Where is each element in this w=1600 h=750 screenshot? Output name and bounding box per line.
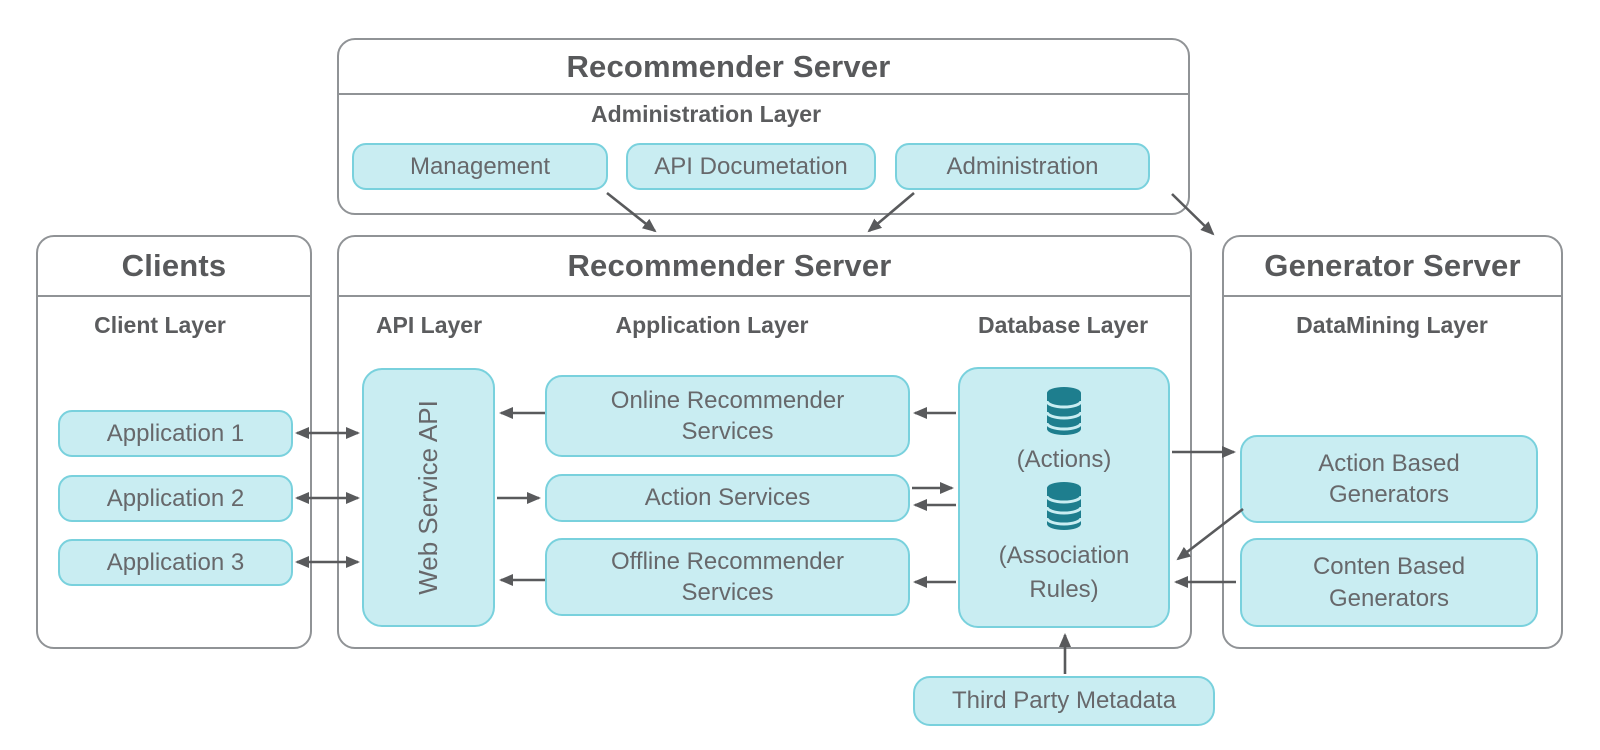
application-3-node: Application 3 (58, 539, 293, 586)
administration-node: Administration (895, 143, 1150, 190)
database-layer-label: Database Layer (977, 312, 1149, 338)
association-rules-db-label: (Association Rules) (998, 542, 1130, 603)
recommender-server-title: Recommender Server (567, 248, 892, 283)
database-node: (Actions) (Association Rules) (958, 367, 1170, 628)
api-layer-label: API Layer (375, 312, 483, 338)
admin-server-header: Recommender Server (339, 40, 1188, 95)
actions-db-label: (Actions) (1016, 446, 1112, 473)
datamining-layer-label: DataMining Layer (1296, 312, 1488, 338)
clients-title: Clients (121, 248, 227, 283)
action-services-node: Action Services (545, 474, 910, 522)
clients-header: Clients (38, 237, 310, 297)
recommender-server-header: Recommender Server (339, 237, 1190, 297)
admin-server-title: Recommender Server (566, 48, 891, 84)
web-service-api-node: Web Service API (362, 368, 495, 627)
generator-server-title: Generator Server (1264, 248, 1521, 283)
application-2-node: Application 2 (58, 475, 293, 522)
management-node: Management (352, 143, 608, 190)
offline-recommender-services-node: Offline Recommender Services (545, 538, 910, 616)
online-recommender-services-node: Online Recommender Services (545, 375, 910, 457)
database-cylinder-icon (1045, 387, 1083, 435)
administration-layer-label: Administration Layer (590, 101, 822, 127)
api-documentation-node: API Documetation (626, 143, 876, 190)
client-layer-label: Client Layer (94, 312, 226, 338)
third-party-metadata-node: Third Party Metadata (913, 676, 1215, 726)
action-based-generators-node: Action Based Generators (1240, 435, 1538, 523)
application-1-node: Application 1 (58, 410, 293, 457)
database-cylinder-icon (1045, 482, 1083, 530)
generator-server-header: Generator Server (1224, 237, 1561, 297)
content-based-generators-node: Conten Based Generators (1240, 538, 1538, 627)
application-layer-label: Application Layer (615, 312, 809, 338)
